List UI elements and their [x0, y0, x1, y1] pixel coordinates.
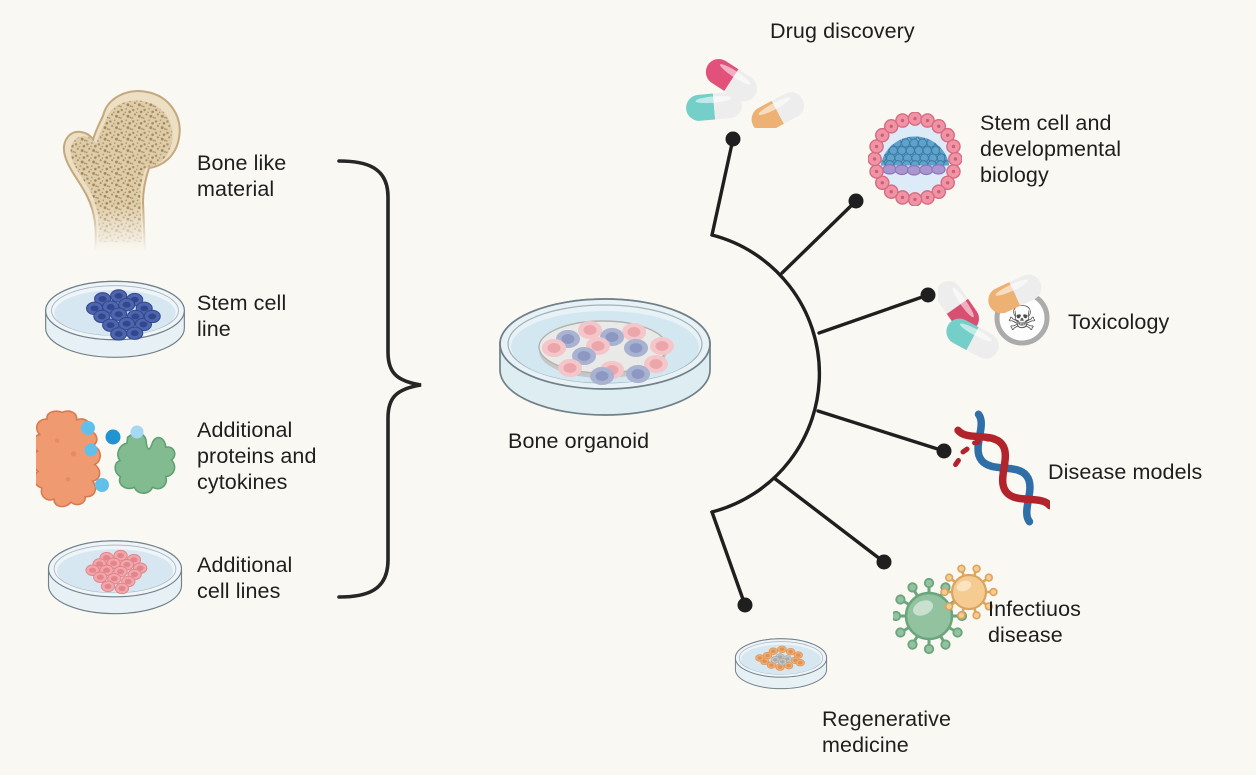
trophoblast-nuclei [872, 116, 958, 202]
input-label-additional-proteins: Additional proteins and cytokines [197, 418, 317, 494]
pill-teal [685, 91, 744, 122]
cytokine-dots [81, 421, 144, 492]
dna-strand-red [954, 426, 1050, 510]
virus-orange [940, 564, 998, 620]
stem-cell-cluster [86, 289, 161, 341]
application-label-stem-cell-developmental-biology: Stem cell and developmental biology [980, 111, 1122, 187]
curly-brace [337, 159, 422, 599]
application-label-disease-models: Disease models [1048, 460, 1203, 484]
proteins-cytokines-icon [36, 410, 176, 508]
pink-cell-cluster [85, 549, 148, 595]
line-endpoint-dots [725, 131, 952, 613]
application-label-regenerative-medicine: Regenerative medicine [822, 707, 952, 757]
input-label-bone-like-material: Bone like material [197, 151, 287, 201]
petri-dish-stem-cell-icon [45, 280, 185, 358]
mutation-dashes [953, 436, 991, 468]
input-label-stem-cell-line: Stem cell line [197, 291, 287, 341]
center-label-bone-organoid: Bone organoid [508, 429, 650, 453]
bone-organoid-dish-icon [499, 298, 711, 416]
protein-orange-blob [36, 410, 102, 508]
input-label-additional-cell-lines: Additional cell lines [197, 553, 293, 603]
radial-lines [710, 137, 946, 607]
blastocyst-icon [868, 112, 962, 206]
regenerative-cell-cluster [755, 645, 805, 671]
protein-green-blob [114, 432, 176, 495]
dna-helix-icon [953, 410, 1050, 526]
regenerative-gray-cells [770, 653, 792, 666]
application-label-infectious-disease: Infectiuos disease [988, 597, 1082, 647]
petri-dish-regenerative-icon [734, 638, 828, 690]
application-label-toxicology: Toxicology [1068, 310, 1170, 334]
drug-pills-icon [685, 54, 804, 128]
toxicology-pills-skull-icon: ☠ [938, 270, 1050, 362]
femur-bone-icon [63, 90, 181, 253]
organoid-cell-cluster [542, 321, 674, 385]
application-label-drug-discovery: Drug discovery [770, 19, 915, 43]
petri-dish-cell-lines-icon [47, 540, 183, 615]
virus-particles-icon [893, 564, 998, 655]
hypoblast-row [882, 164, 946, 176]
